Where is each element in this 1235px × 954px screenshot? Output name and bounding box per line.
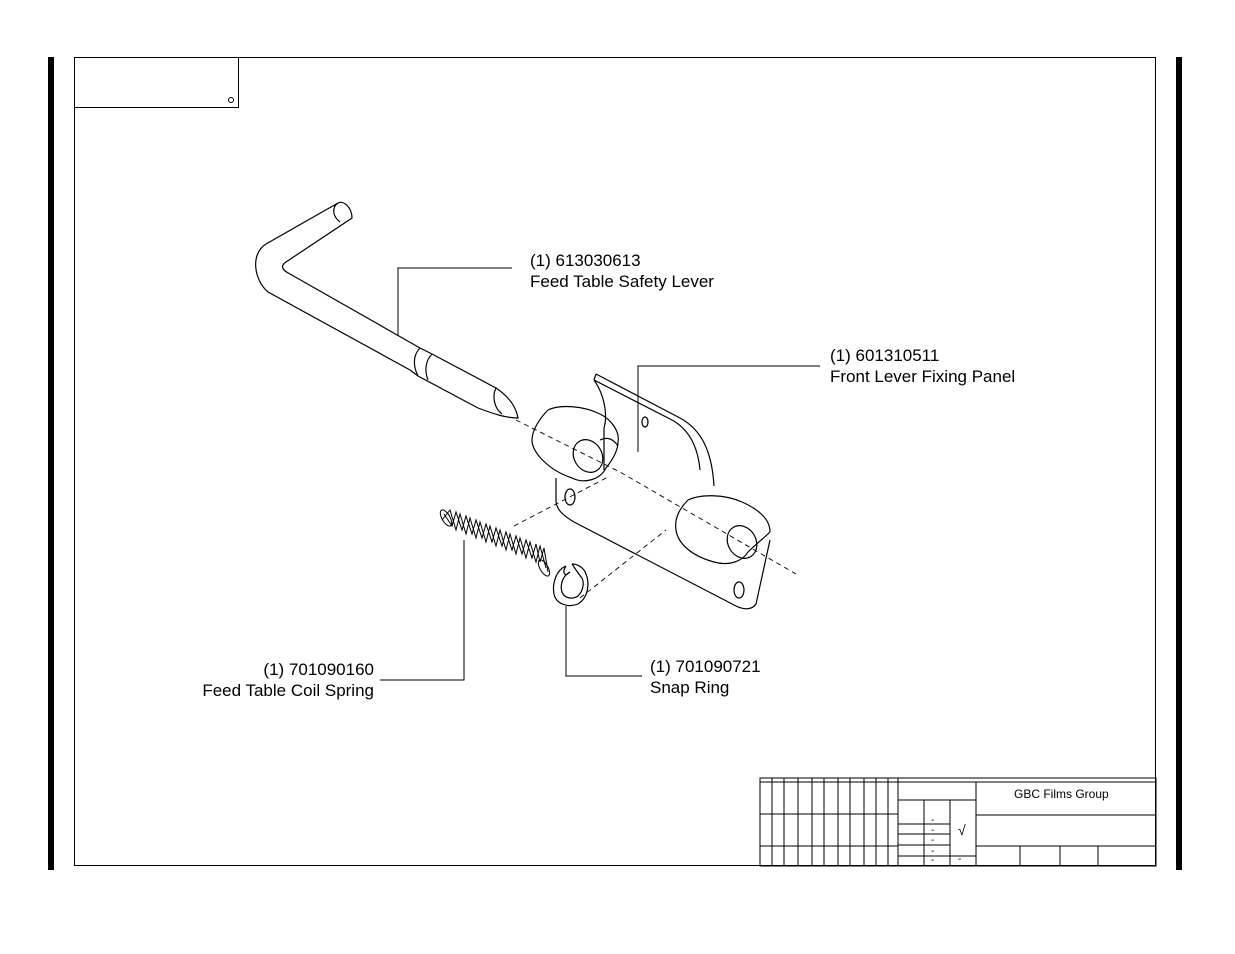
safety-lever-part-number: (1) 613030613 — [530, 251, 641, 270]
revision-box — [74, 57, 239, 108]
fixing-panel-name: Front Lever Fixing Panel — [830, 367, 1016, 386]
left-margin-bar — [48, 57, 54, 870]
coil-spring-part-number: (1) 701090160 — [263, 660, 374, 679]
company-name: GBC Films Group — [1014, 787, 1109, 801]
title-block-dash-3: - — [931, 835, 935, 846]
fixing-panel-part — [531, 373, 771, 610]
snap-ring-part — [552, 563, 589, 607]
fixing-panel-part-number: (1) 601310511 — [830, 346, 940, 365]
coil-spring-leader — [380, 540, 465, 681]
coil-spring-callout: (1) 701090160 Feed Table Coil Spring — [202, 659, 374, 701]
title-block-dash-2: - — [931, 825, 935, 836]
assembly-centerlines — [513, 419, 797, 599]
coil-spring-name: Feed Table Coil Spring — [202, 681, 374, 700]
safety-lever-callout: (1) 613030613 Feed Table Safety Lever — [530, 250, 714, 292]
fixing-panel-leader — [637, 365, 820, 452]
safety-lever-part — [255, 201, 519, 419]
title-block-dash-5: - — [931, 855, 935, 866]
right-margin-bar — [1176, 57, 1182, 870]
safety-lever-leader — [397, 267, 512, 336]
surface-finish-symbol: √ — [958, 822, 966, 838]
title-block-grid — [759, 777, 1157, 867]
title-block-dash-4: - — [931, 846, 935, 857]
snap-ring-part-number: (1) 701090721 — [650, 657, 761, 676]
title-block-dash-6: - — [958, 854, 962, 865]
revision-box-marker — [228, 97, 234, 103]
title-block-dash-1: - — [931, 815, 935, 826]
safety-lever-name: Feed Table Safety Lever — [530, 272, 714, 291]
snap-ring-leader — [565, 606, 642, 677]
leader-lines — [380, 267, 820, 681]
fixing-panel-callout: (1) 601310511 Front Lever Fixing Panel — [830, 345, 1015, 387]
drawing-frame — [74, 57, 1156, 866]
snap-ring-name: Snap Ring — [650, 678, 730, 697]
snap-ring-callout: (1) 701090721 Snap Ring — [650, 656, 761, 698]
coil-spring-part — [439, 508, 551, 577]
